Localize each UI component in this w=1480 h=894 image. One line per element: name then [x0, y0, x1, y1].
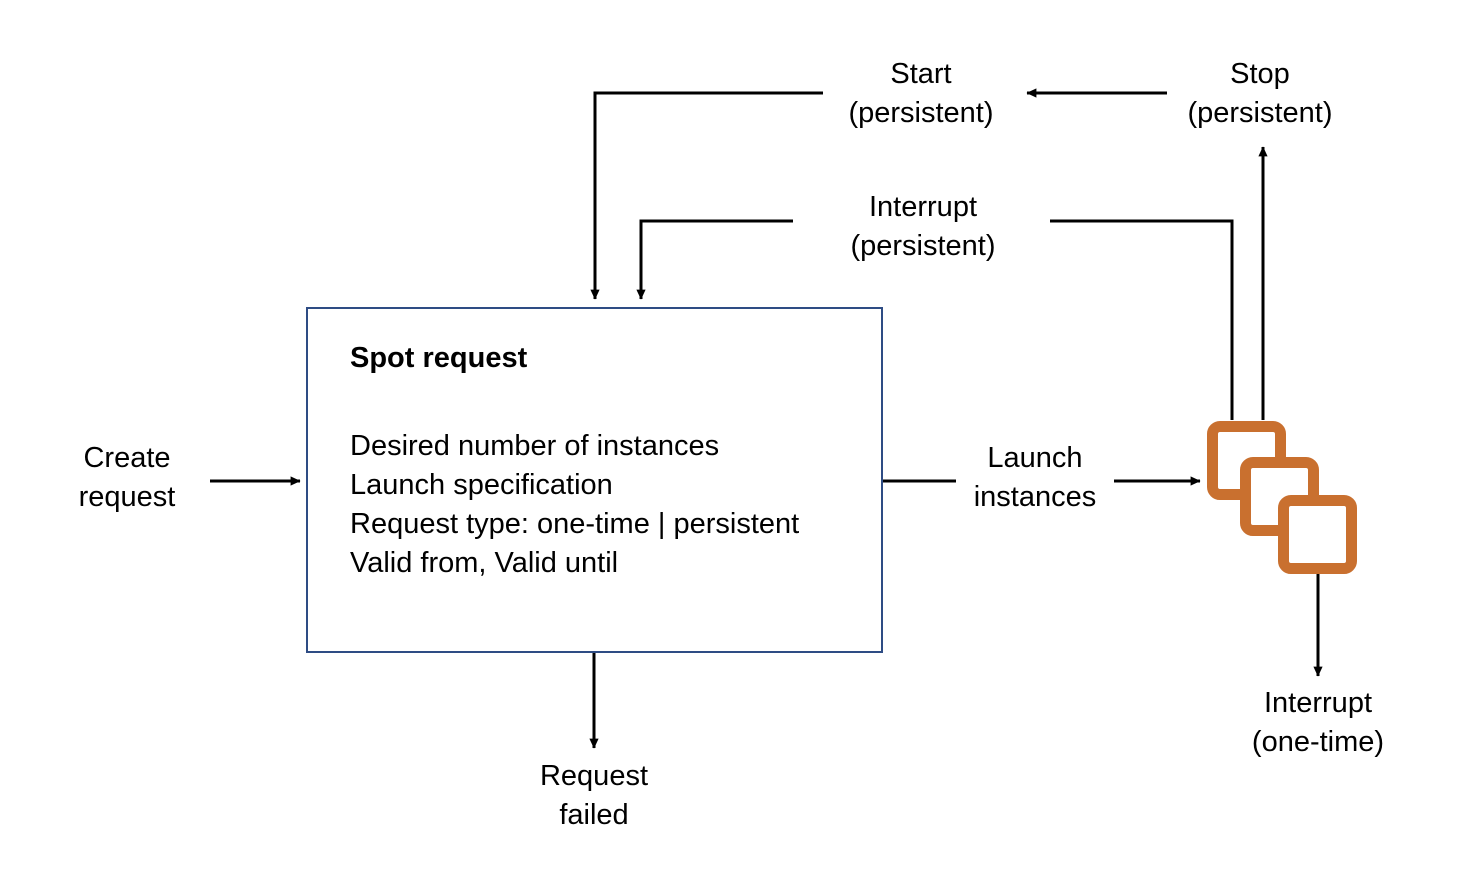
spot-request-title: Spot request	[350, 342, 528, 374]
spot-request-box: Spot request Desired number of instances…	[306, 307, 883, 653]
spot-attr-launch-specification: Launch specification	[350, 469, 613, 501]
spot-request-attributes: Desired number of instances Launch speci…	[350, 427, 799, 583]
spot-attr-request-type: Request type: one-time | persistent	[350, 508, 800, 540]
label-start-persistent: Start (persistent)	[848, 58, 994, 129]
label-interrupt-one-time: Interrupt (one-time)	[1251, 687, 1385, 758]
instance-stack-icon	[1200, 414, 1370, 584]
instance-square-front	[1278, 495, 1357, 574]
label-interrupt-persistent: Interrupt (persistent)	[850, 191, 996, 262]
edge-interrupt-persistent	[636, 219, 1234, 420]
spot-attr-validity: Valid from, Valid until	[350, 547, 619, 579]
label-request-failed: Request failed	[539, 760, 648, 831]
label-create-request: Create request	[78, 442, 176, 513]
spot-attr-desired-instances: Desired number of instances	[350, 430, 720, 462]
label-stop-persistent: Stop (persistent)	[1187, 58, 1333, 129]
edge-start-persistent	[590, 88, 1167, 300]
label-launch-instances: Launch instances	[973, 442, 1097, 513]
